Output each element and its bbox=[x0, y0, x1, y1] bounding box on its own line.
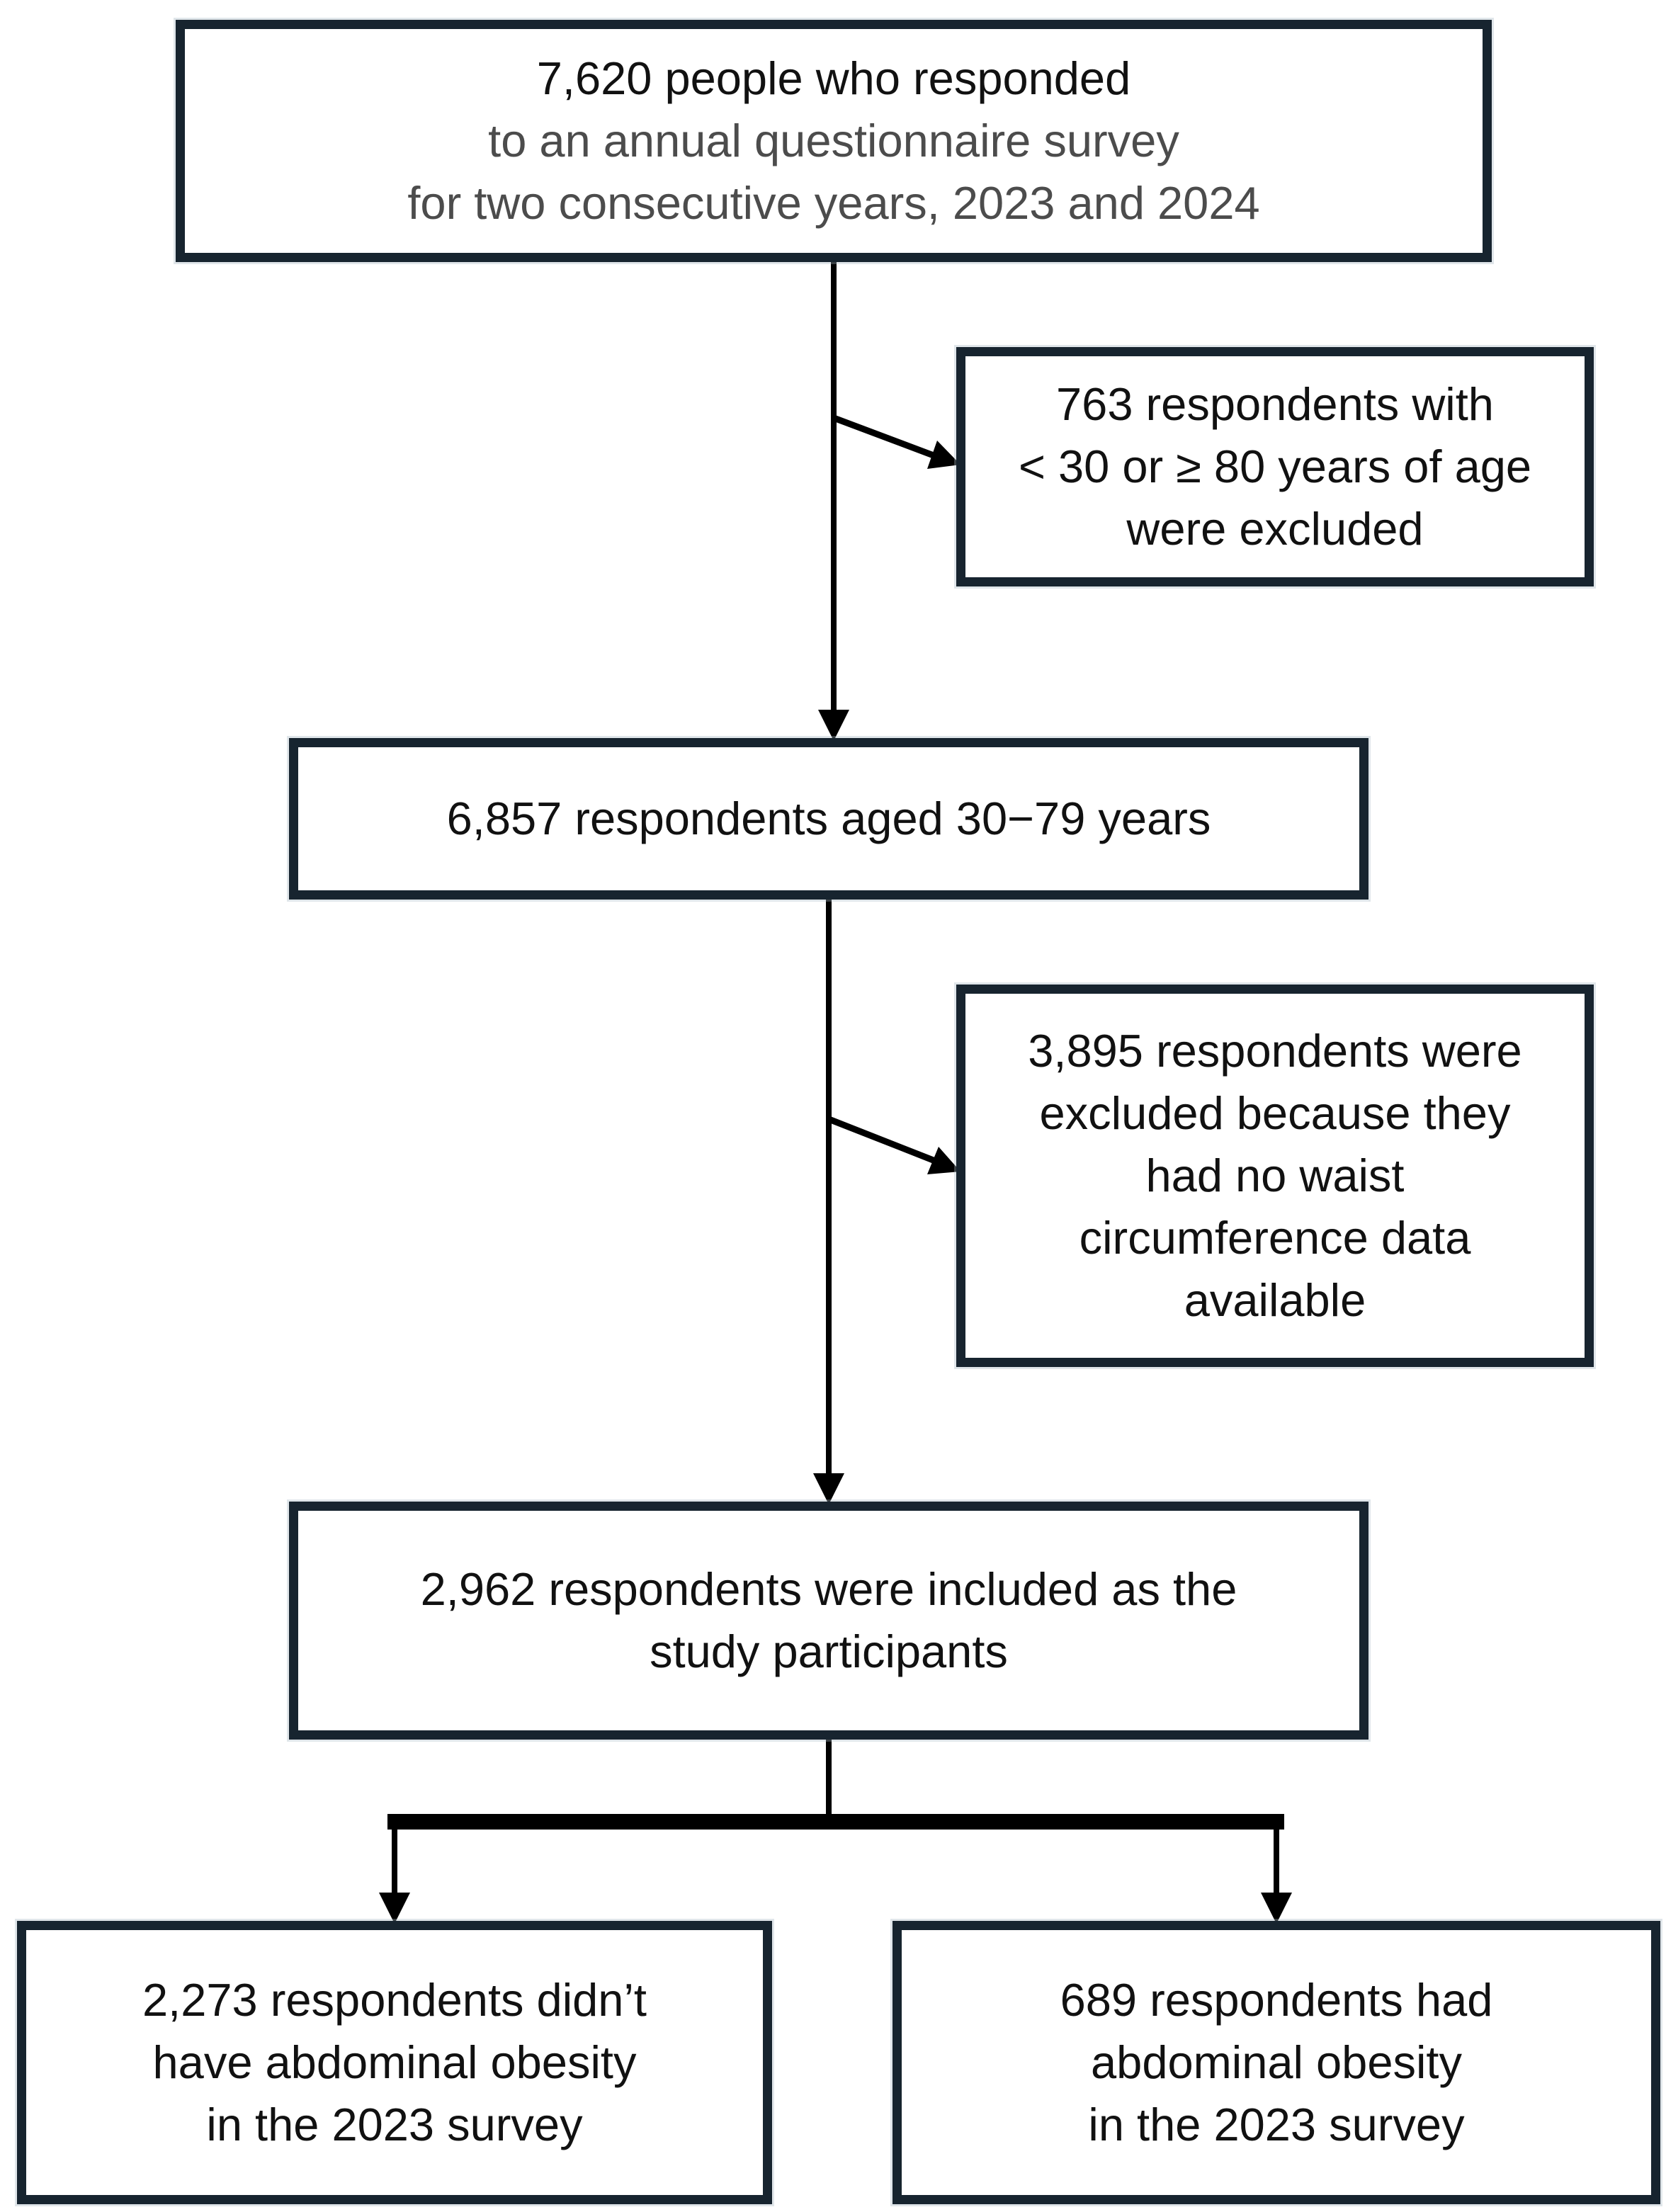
arrowhead-drop-left bbox=[379, 1893, 410, 1924]
box-included-participants-line2: study participants bbox=[650, 1626, 1008, 1677]
arrowhead-age-exclusion bbox=[927, 441, 960, 469]
box-no-abdominal-obesity: 2,273 respondents didn’t have abdominal … bbox=[17, 1921, 772, 2204]
connector-branch-waist-exclusion bbox=[827, 1116, 936, 1164]
box-excluded-waist-line5: available bbox=[1184, 1274, 1366, 1326]
box-excluded-waist-line3: had no waist bbox=[1145, 1150, 1405, 1201]
box-survey-population: 7,620 people who responded to an annual … bbox=[176, 20, 1492, 262]
box-excluded-waist-line4: circumference data bbox=[1079, 1212, 1471, 1264]
box-excluded-age: 763 respondents with < 30 or ≥ 80 years … bbox=[956, 347, 1594, 586]
box-abdominal-obesity-line2: abdominal obesity bbox=[1091, 2036, 1462, 2088]
connector-branch-age-exclusion bbox=[832, 414, 935, 459]
box-aged-30-79: 6,857 respondents aged 30−79 years bbox=[289, 738, 1368, 900]
box-survey-population-line2: to an annual questionnaire survey bbox=[488, 115, 1179, 166]
box-excluded-age-line3: were excluded bbox=[1126, 503, 1424, 555]
box-excluded-age-line2: < 30 or ≥ 80 years of age bbox=[1018, 441, 1532, 492]
arrowhead-waist-exclusion bbox=[927, 1147, 960, 1174]
box-excluded-waist-line2: excluded because they bbox=[1039, 1087, 1511, 1139]
box-no-abdominal-obesity-line3: in the 2023 survey bbox=[206, 2099, 583, 2150]
box-abdominal-obesity-line3: in the 2023 survey bbox=[1088, 2099, 1465, 2150]
box-included-participants: 2,962 respondents were included as the s… bbox=[289, 1502, 1368, 1740]
box-no-abdominal-obesity-line1: 2,273 respondents didn’t bbox=[142, 1974, 647, 2026]
box-excluded-waist: 3,895 respondents were excluded because … bbox=[956, 985, 1594, 1367]
arrowhead-drop-right bbox=[1261, 1893, 1292, 1924]
box-excluded-age-line1: 763 respondents with bbox=[1056, 378, 1494, 430]
arrowhead-top-to-aged bbox=[818, 710, 849, 741]
box-excluded-waist-line1: 3,895 respondents were bbox=[1028, 1025, 1522, 1077]
box-survey-population-line3: for two consecutive years, 2023 and 2024 bbox=[407, 177, 1260, 229]
arrowhead-aged-to-included bbox=[813, 1473, 844, 1504]
box-included-participants-line1: 2,962 respondents were included as the bbox=[420, 1563, 1237, 1615]
box-abdominal-obesity: 689 respondents had abdominal obesity in… bbox=[892, 1921, 1660, 2204]
box-abdominal-obesity-line1: 689 respondents had bbox=[1060, 1974, 1493, 2026]
box-no-abdominal-obesity-line2: have abdominal obesity bbox=[152, 2036, 637, 2088]
box-survey-population-line1: 7,620 people who responded bbox=[536, 52, 1131, 104]
box-aged-30-79-line1: 6,857 respondents aged 30−79 years bbox=[446, 793, 1211, 844]
